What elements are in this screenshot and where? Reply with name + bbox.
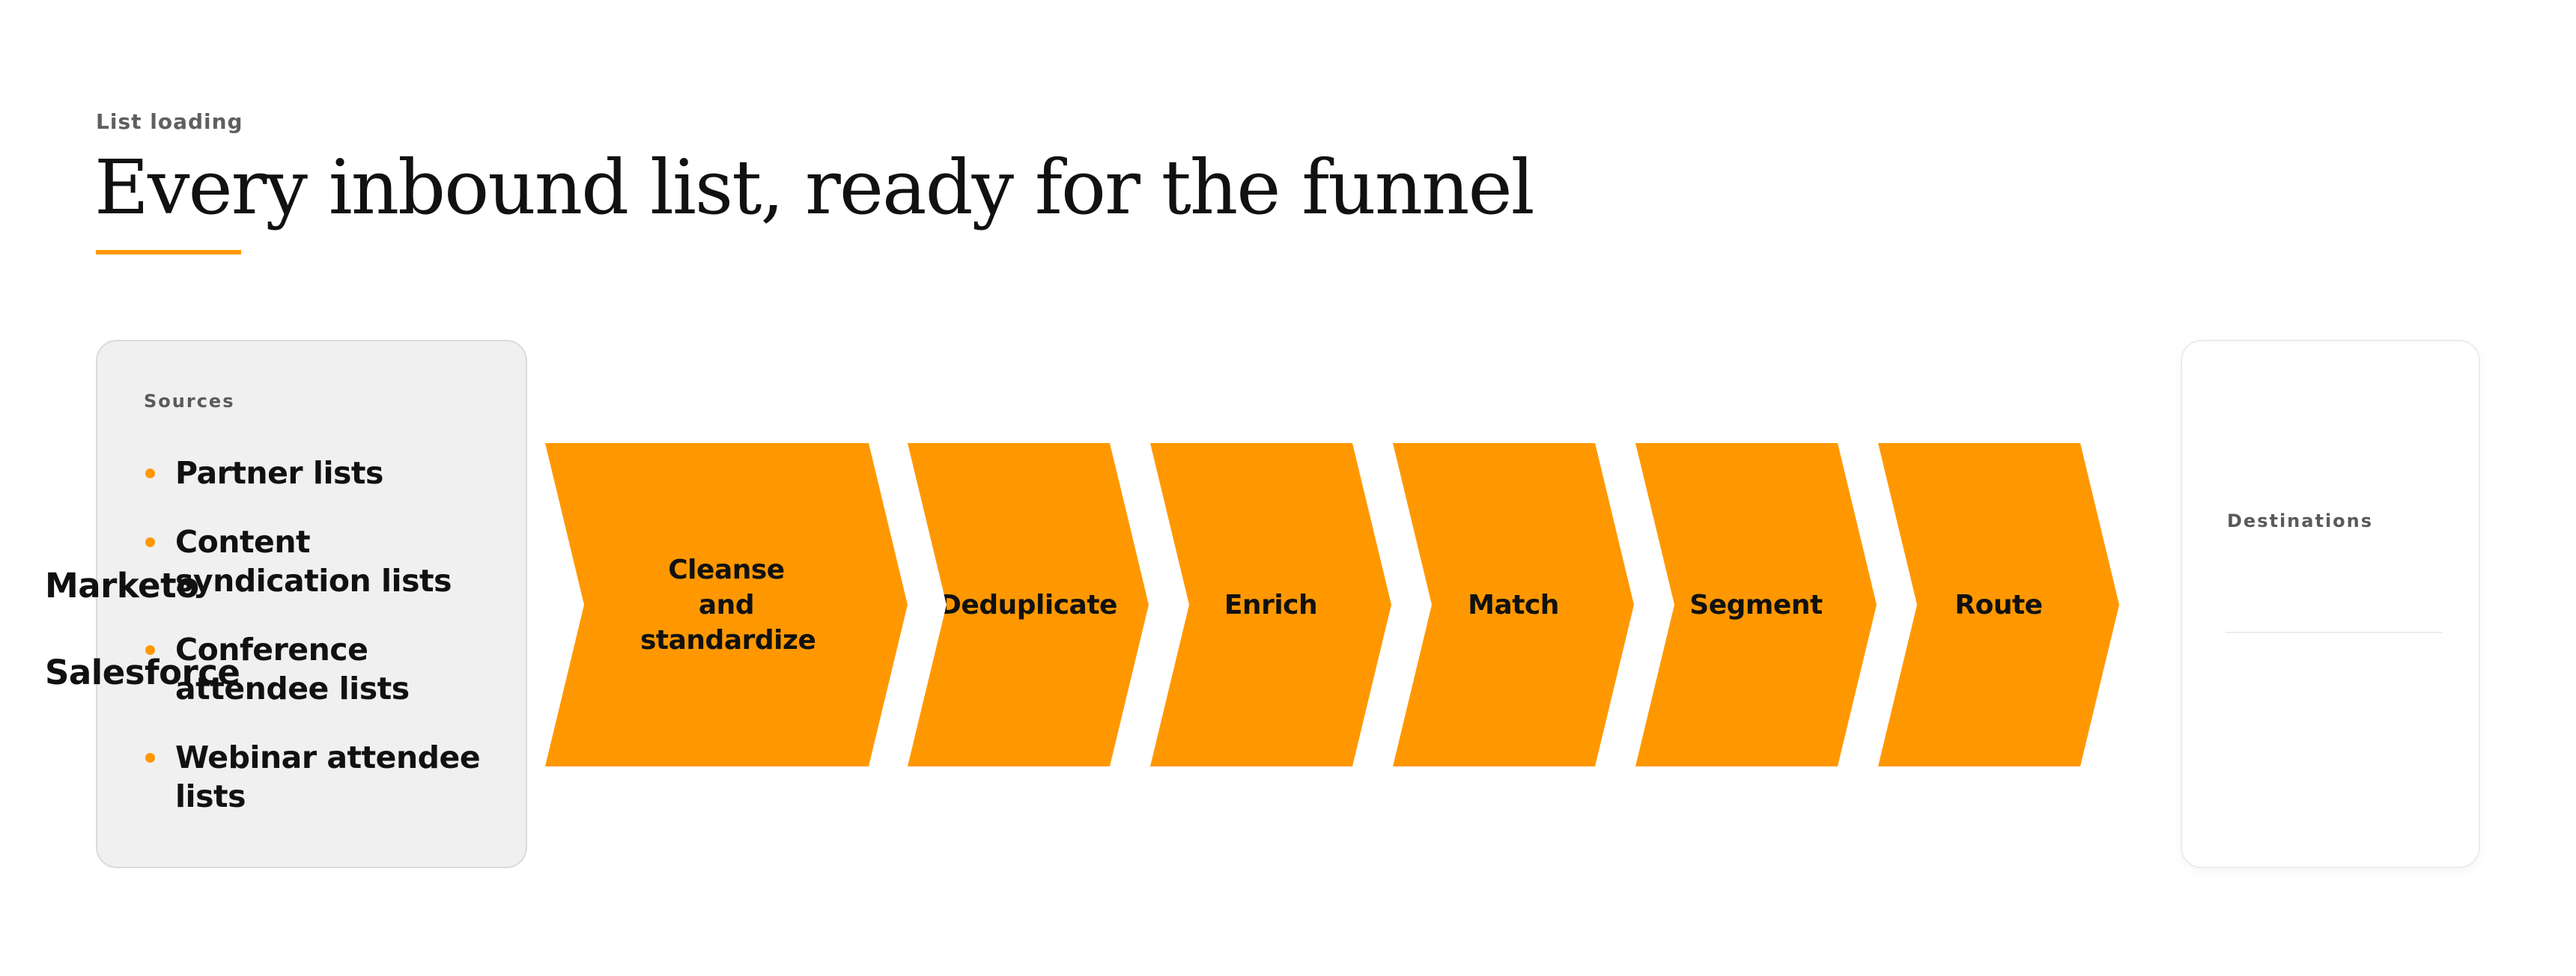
step-label: Match [1468,589,1559,620]
source-item-label: Content syndication lists [175,524,452,599]
source-item: Content syndication lists [144,522,503,600]
source-item-label: Conference attendee lists [175,632,410,707]
bullet-icon [145,537,155,547]
step-label: Cleanse and standardize [640,554,816,656]
destination-salesforce: Salesforce [45,653,240,692]
sources-panel: Sources Partner lists Content syndicatio… [96,340,527,868]
source-item-label: Webinar attendee lists [175,739,481,814]
step-cleanse-chevron: Cleanse and standardize [545,443,908,766]
title-underline [96,250,241,254]
step-label: Deduplicate [939,589,1117,620]
source-item: Partner lists [144,454,503,492]
step-enrich-chevron: Enrich [1150,443,1391,766]
step-deduplicate-chevron: Deduplicate [908,443,1149,766]
section-eyebrow: List loading [96,109,243,134]
source-item-label: Partner lists [175,455,383,491]
step-label: Enrich [1224,589,1318,620]
destination-divider [2226,632,2443,633]
step-route-chevron: Route [1878,443,2119,766]
destination-marketo: Marketo [45,566,199,606]
destinations-label: Destinations [2227,510,2374,531]
sources-list: Partner lists Content syndication lists … [144,454,503,846]
bullet-icon [145,469,155,478]
sources-label: Sources [144,391,235,412]
step-label: Segment [1689,589,1823,620]
source-item: Conference attendee lists [144,630,503,708]
source-item: Webinar attendee lists [144,738,503,816]
destinations-panel: Destinations [2181,340,2480,868]
step-segment-chevron: Segment [1635,443,1877,766]
bullet-icon [145,645,155,655]
step-match-chevron: Match [1393,443,1634,766]
step-label: Route [1954,589,2043,620]
bullet-icon [145,753,155,763]
page-title: Every inbound list, ready for the funnel [94,144,1535,231]
